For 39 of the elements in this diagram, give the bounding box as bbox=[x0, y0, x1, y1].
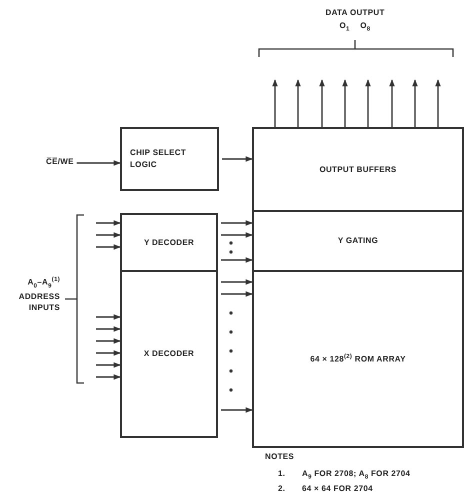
arrow bbox=[319, 79, 325, 127]
decoder-block: X DECODER bbox=[120, 270, 218, 438]
buffer-block: OUTPUT BUFFERS bbox=[252, 127, 464, 212]
arrow bbox=[96, 326, 121, 332]
arrow bbox=[435, 79, 441, 127]
arrow bbox=[96, 220, 121, 226]
output-label: DATA OUTPUT bbox=[326, 8, 385, 17]
arrow bbox=[222, 156, 253, 162]
arrow bbox=[96, 314, 121, 320]
note-text: 64 × 64 FOR 2704 bbox=[302, 484, 373, 493]
arrow bbox=[221, 407, 253, 413]
arrow bbox=[96, 350, 121, 356]
memory-array-block: 64 × 128$^{(2)}$ ROM ARRAY bbox=[252, 270, 464, 448]
signal-label: C̅E̅/WE bbox=[46, 157, 74, 166]
note-number: 2. bbox=[278, 484, 286, 493]
arrow bbox=[221, 279, 253, 285]
arrow bbox=[389, 79, 395, 127]
decoder-block: Y DECODER bbox=[120, 213, 218, 272]
note-number: 1. bbox=[278, 469, 286, 478]
arrow bbox=[221, 257, 253, 263]
logic-block: CHIP SELECT LOGIC bbox=[120, 127, 219, 191]
arrow bbox=[295, 79, 301, 127]
note-text: A$_{9}$ FOR 2708; A$_{8}$ FOR 2704 bbox=[302, 469, 410, 481]
arrow bbox=[96, 362, 121, 368]
arrow bbox=[342, 79, 348, 127]
arrow bbox=[96, 232, 121, 238]
output-label: O$_{1}$ O$_{8}$ bbox=[340, 21, 370, 33]
arrow bbox=[221, 232, 253, 238]
arrow bbox=[365, 79, 371, 127]
gating-block: Y GATING bbox=[252, 210, 464, 272]
arrow bbox=[96, 374, 121, 380]
arrow bbox=[272, 79, 278, 127]
notes-heading: NOTES bbox=[265, 452, 294, 461]
arrow bbox=[96, 244, 121, 250]
arrow bbox=[76, 160, 121, 166]
arrow bbox=[96, 338, 121, 344]
arrow bbox=[221, 220, 253, 226]
arrow bbox=[412, 79, 418, 127]
arrow bbox=[221, 291, 253, 297]
